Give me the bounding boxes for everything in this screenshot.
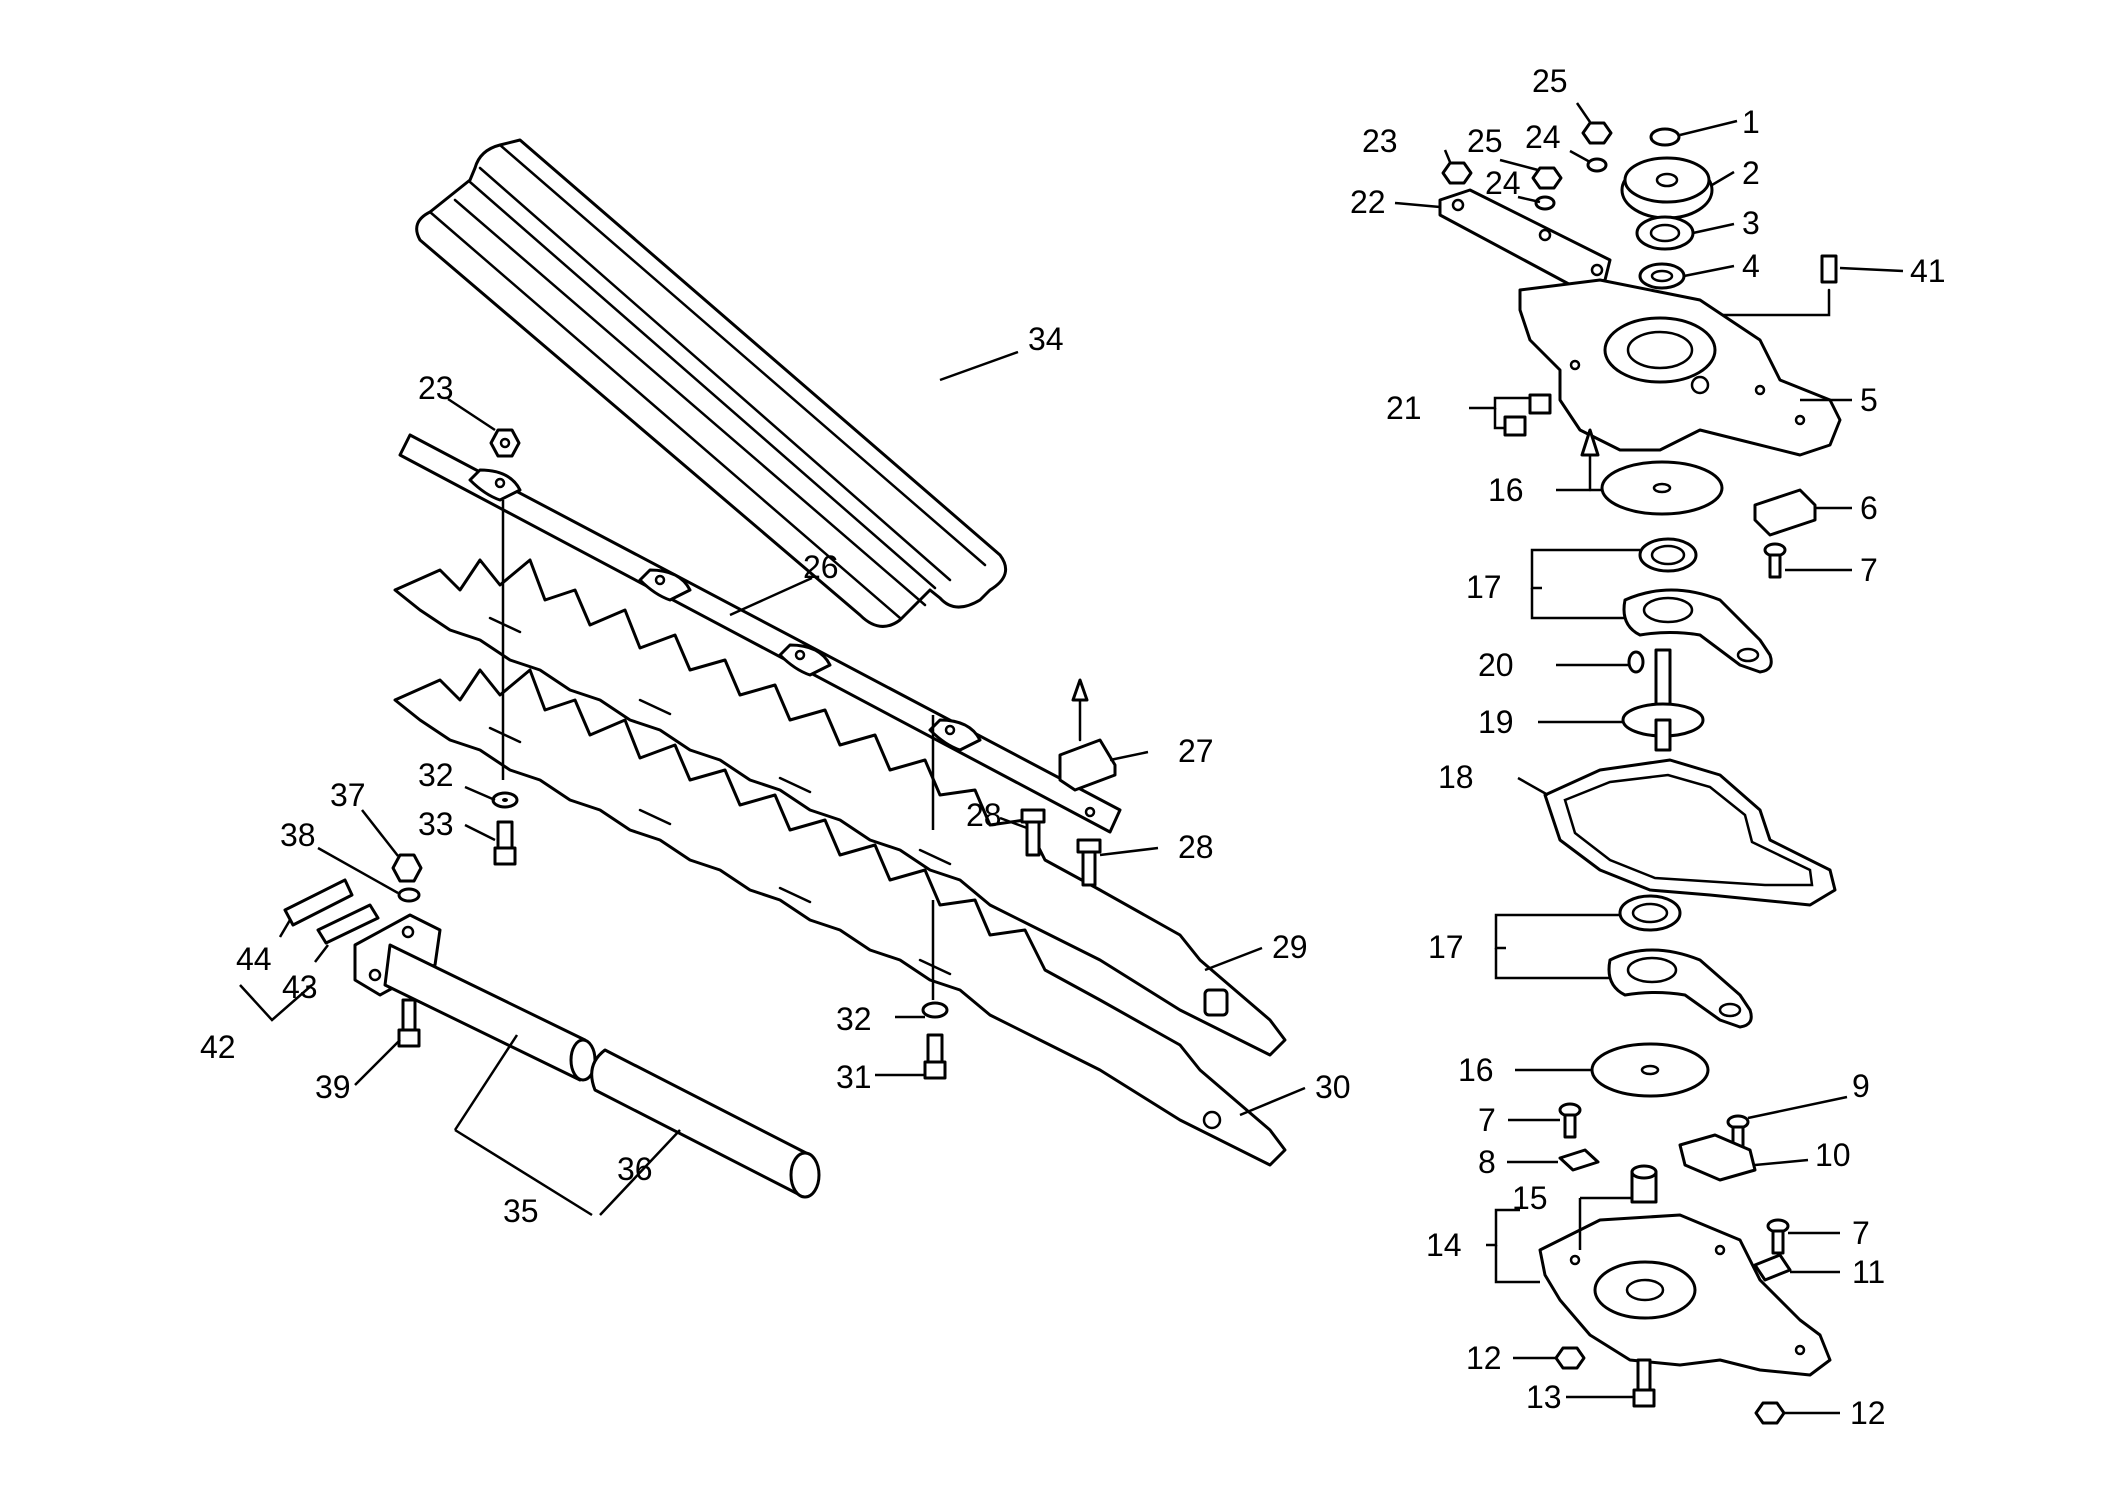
callout-7-top: 7: [1860, 552, 1878, 588]
blade-holder-26: [398, 433, 1122, 834]
callout-8: 8: [1478, 1144, 1496, 1180]
callout-39: 39: [315, 1069, 351, 1105]
callout-20: 20: [1478, 647, 1514, 683]
callout-10: 10: [1815, 1137, 1851, 1173]
callout-44: 44: [236, 941, 272, 977]
handle-assembly: [283, 853, 821, 1199]
callout-33: 33: [418, 806, 454, 842]
callout-4: 4: [1742, 248, 1760, 284]
callout-42: 42: [200, 1029, 236, 1065]
fasteners-left: [489, 428, 1102, 1080]
callout-17-upper: 17: [1466, 569, 1502, 605]
callout-27: 27: [1178, 733, 1214, 769]
callout-24-mid: 24: [1485, 165, 1521, 201]
callout-12-right: 12: [1850, 1395, 1886, 1431]
callout-34: 34: [1028, 321, 1064, 357]
callout-28-lower: 28: [1178, 829, 1214, 865]
callout-36: 36: [617, 1151, 653, 1187]
callout-16-upper: 16: [1488, 472, 1524, 508]
callout-16-lower: 16: [1458, 1052, 1494, 1088]
guide-block-27: [1058, 678, 1117, 792]
callout-30: 30: [1315, 1069, 1351, 1105]
callout-12-left: 12: [1466, 1340, 1502, 1376]
callout-28-upper: 28: [966, 797, 1002, 833]
callout-3: 3: [1742, 205, 1760, 241]
callout-9: 9: [1852, 1068, 1870, 1104]
callout-11: 11: [1852, 1254, 1885, 1290]
callout-17-lower: 17: [1428, 929, 1464, 965]
callout-31: 31: [836, 1059, 872, 1095]
cutter-blade-29: [393, 558, 1287, 1057]
cutter-blade-30: [393, 668, 1287, 1167]
callout-22: 22: [1350, 184, 1386, 220]
callout-25-top: 25: [1532, 63, 1568, 99]
callout-labels: 34 23 26 27 28 28 29 30 32 33 32 31 37 3…: [200, 63, 1946, 1431]
callout-5: 5: [1860, 382, 1878, 418]
callout-41: 41: [1910, 253, 1946, 289]
alignment-lines: [501, 500, 935, 1000]
callout-21: 21: [1386, 390, 1422, 426]
callout-24-top: 24: [1525, 119, 1561, 155]
callout-19: 19: [1478, 704, 1514, 740]
leader-lines: [239, 102, 1904, 1415]
callout-23-right: 23: [1362, 123, 1398, 159]
callout-43: 43: [282, 969, 318, 1005]
gearbox-assembly: [1438, 121, 1842, 1425]
callout-23-left: 23: [418, 370, 454, 406]
callout-38: 38: [280, 817, 316, 853]
callout-7-mid: 7: [1478, 1102, 1496, 1138]
callout-14: 14: [1426, 1227, 1462, 1263]
callout-37: 37: [330, 777, 366, 813]
callout-13: 13: [1526, 1379, 1562, 1415]
callout-29: 29: [1272, 929, 1308, 965]
callout-32-lower: 32: [836, 1001, 872, 1037]
callout-6: 6: [1860, 490, 1878, 526]
callout-7-low: 7: [1852, 1215, 1870, 1251]
callout-2: 2: [1742, 155, 1760, 191]
callout-1: 1: [1742, 104, 1760, 140]
callout-35: 35: [503, 1193, 539, 1229]
blade-cover-34: [415, 138, 1008, 628]
callout-15: 15: [1512, 1180, 1548, 1216]
callout-26: 26: [803, 549, 839, 585]
callout-18: 18: [1438, 759, 1474, 795]
callout-25-mid: 25: [1467, 123, 1503, 159]
callout-32-upper: 32: [418, 757, 454, 793]
